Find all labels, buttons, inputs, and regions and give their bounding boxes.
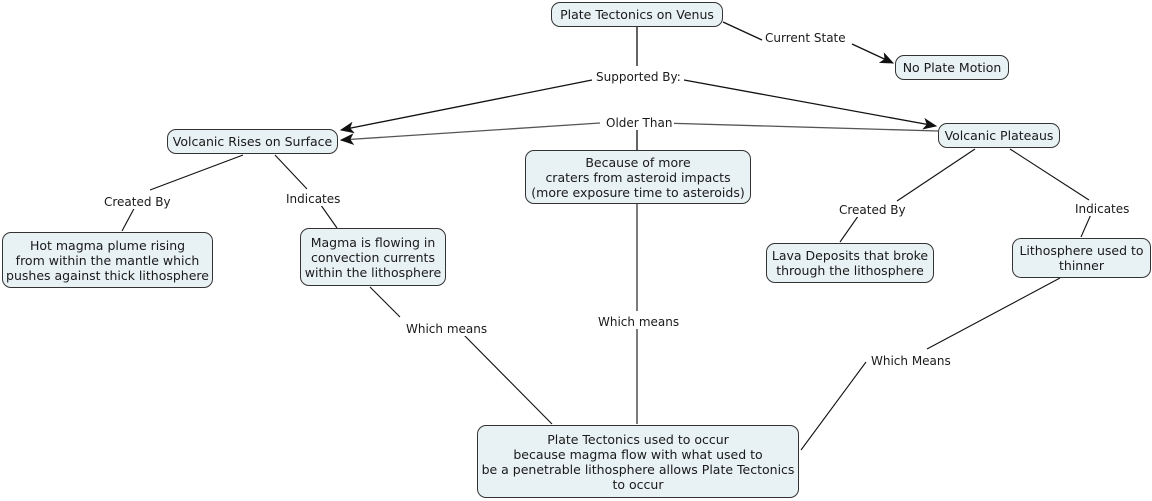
node-plate-tectonics-used-to-occur[interactable]: Plate Tectonics used to occur because ma… [477, 425, 799, 498]
edge-plateaus-to-indicates-right [1009, 148, 1090, 201]
node-hot-magma-plume[interactable]: Hot magma plume rising from within the m… [2, 232, 213, 288]
edge-lithosphere-to-which-means-right [926, 277, 1061, 350]
edge-label-current-state: Current State [763, 31, 848, 45]
edge-label-created-by-right: Created By [837, 203, 908, 217]
edge-label-created-by-left: Created By [102, 195, 173, 209]
edge-label-indicates-right: Indicates [1073, 202, 1132, 216]
edge-venus-to-no-plate-motion-arrow [851, 43, 895, 64]
edge-supported-by-to-volcanic-rises [339, 79, 593, 134]
edge-label-which-means-center: Which means [596, 315, 682, 329]
node-volcanic-rises-on-surface[interactable]: Volcanic Rises on Surface [167, 129, 338, 154]
node-plate-tectonics-on-venus[interactable]: Plate Tectonics on Venus [551, 2, 723, 27]
edge-convection-to-which-means-left [369, 286, 401, 318]
edge-label-indicates-left: Indicates [284, 192, 343, 206]
node-lithosphere-used-to-thinner[interactable]: Lithosphere used to thinner [1012, 238, 1151, 278]
node-volcanic-plateaus[interactable]: Volcanic Plateaus [938, 123, 1060, 148]
edge-plateaus-to-older-than [661, 122, 939, 132]
edge-label-which-means-right: Which Means [869, 354, 953, 368]
edge-label-supported-by: Supported By: [594, 70, 683, 84]
node-lava-deposits[interactable]: Lava Deposits that broke through the lit… [766, 243, 934, 283]
edge-older-than-to-rises [339, 122, 601, 145]
edge-label-older-than: Older Than [604, 116, 675, 130]
edge-supported-by-to-volcanic-plateaus [683, 79, 938, 130]
edge-created-by-right-to-lava [839, 211, 862, 243]
edge-label-which-means-left: Which means [404, 322, 490, 336]
edge-rises-to-created-by-left [149, 154, 244, 191]
edge-rises-to-indicates-left [274, 154, 308, 190]
edge-which-means-right-to-conclusion [800, 361, 867, 451]
edge-indicates-right-to-lithosphere [1080, 211, 1093, 238]
node-magma-convection-currents[interactable]: Magma is flowing in convection currents … [300, 228, 446, 286]
node-because-of-more-craters[interactable]: Because of more craters from asteroid im… [525, 150, 751, 204]
edge-plateaus-to-created-by-right [896, 148, 976, 202]
edge-venus-to-no-plate-motion [722, 21, 763, 41]
node-no-plate-motion[interactable]: No Plate Motion [895, 55, 1009, 80]
edge-which-means-left-to-conclusion [458, 329, 553, 425]
